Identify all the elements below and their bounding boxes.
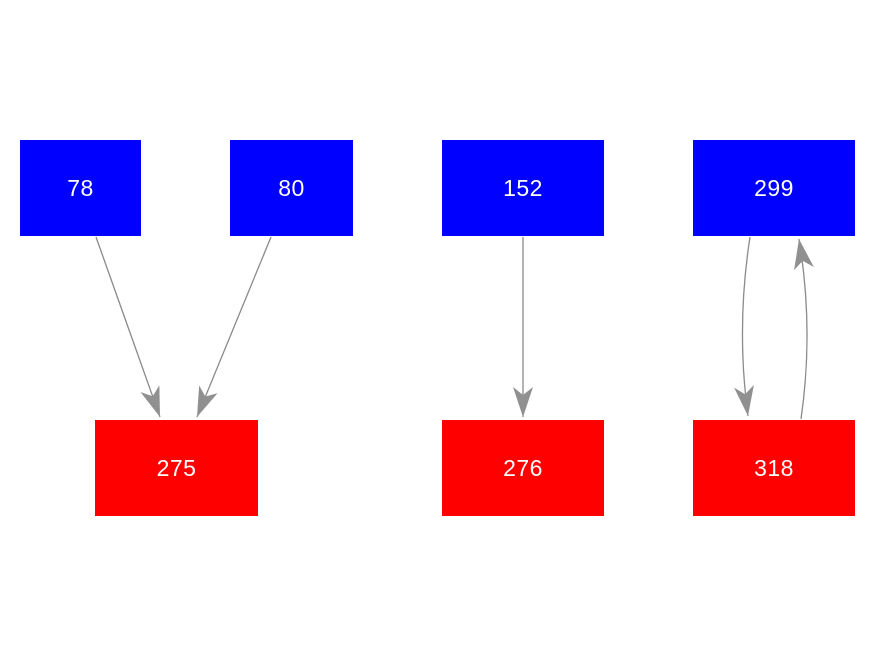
- node-label: 318: [754, 454, 794, 481]
- node-label: 80: [278, 174, 305, 201]
- node-label: 276: [503, 454, 543, 481]
- node-78: 78: [20, 140, 141, 236]
- node-label: 78: [67, 174, 94, 201]
- node-label: 299: [754, 174, 794, 201]
- node-275: 275: [95, 420, 258, 516]
- node-label: 152: [503, 174, 543, 201]
- edges-group: [95, 236, 814, 420]
- node-152: 152: [442, 140, 604, 236]
- edge-299-318: [734, 236, 754, 417]
- edge-80-275: [196, 236, 272, 418]
- node-299: 299: [693, 140, 855, 236]
- node-80: 80: [230, 140, 353, 236]
- node-318: 318: [693, 420, 855, 516]
- edge-318-299: [794, 238, 814, 420]
- edge-78-275: [95, 236, 161, 418]
- node-label: 275: [156, 454, 197, 481]
- node-276: 276: [442, 420, 604, 516]
